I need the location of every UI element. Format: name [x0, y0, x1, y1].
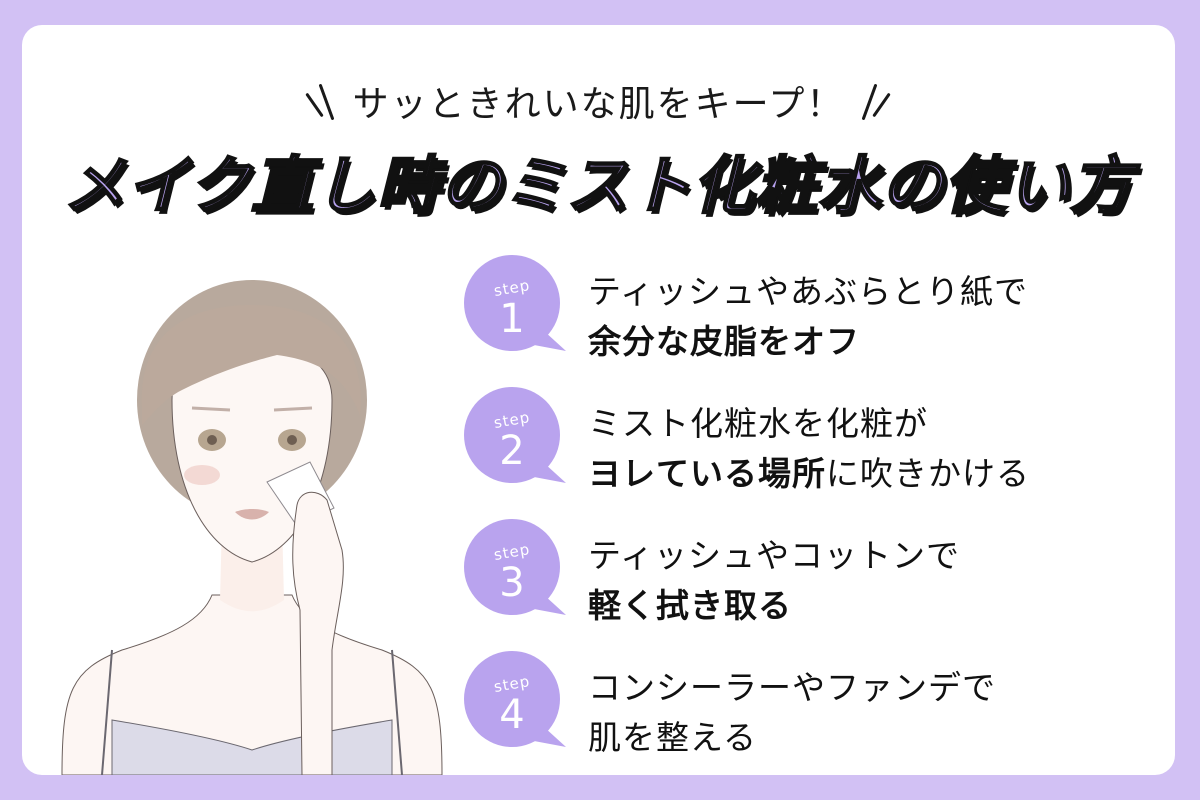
subtitle: サッときれいな肌をキープ！ [352, 84, 845, 125]
woman-illustration [42, 250, 462, 775]
step-text: ティッシュやあぶらとり紙で 余分な皮脂をオフ [588, 267, 1168, 367]
step-text: コンシーラーやファンデで 肌を整える [588, 663, 1168, 763]
step-line-2: 余分な皮脂をオフ [588, 317, 1168, 367]
step-line-2: 肌を整える [588, 713, 1168, 763]
step-item-3: step 3 ティッシュやコットンで 軽く拭き取る [462, 517, 1162, 627]
speech-bubble-icon [464, 387, 566, 483]
step-badge: step 2 [462, 385, 570, 493]
step-item-2: step 2 ミスト化粧水を化粧が ヨレている場所に吹きかける [462, 385, 1162, 495]
step-item-1: step 1 ティッシュやあぶらとり紙で 余分な皮脂をオフ [462, 253, 1162, 363]
step-item-4: step 4 コンシーラーやファンデで 肌を整える [462, 649, 1162, 759]
speech-bubble-icon [464, 519, 566, 615]
step-line-1: コンシーラーやファンデで [588, 668, 996, 707]
step-emphasis: 軽く拭き取る [588, 586, 792, 625]
step-number: 3 [499, 560, 525, 606]
step-normal: 肌を整える [588, 718, 758, 757]
speech-bubble-icon [464, 255, 566, 351]
step-line-1: ティッシュやコットンで [588, 536, 961, 575]
step-badge: step 1 [462, 253, 570, 361]
step-line-2: 軽く拭き取る [588, 581, 1168, 631]
step-number: 4 [499, 692, 525, 738]
content-card: サッときれいな肌をキープ！ メイク直し時のミスト化粧水の使い方 [22, 25, 1175, 775]
step-emphasis: 余分な皮脂をオフ [588, 322, 860, 361]
step-normal: に吹きかける [826, 454, 1030, 493]
step-emphasis: ヨレている場所 [588, 454, 826, 493]
woman-illustration-icon [61, 280, 443, 775]
speech-bubble-icon [464, 651, 566, 747]
step-line-2: ヨレている場所に吹きかける [588, 449, 1168, 499]
step-text: ミスト化粧水を化粧が ヨレている場所に吹きかける [588, 399, 1168, 499]
step-number: 2 [499, 428, 525, 474]
step-number: 1 [499, 296, 525, 342]
step-badge: step 3 [462, 517, 570, 625]
subtitle-row: サッときれいな肌をキープ！ [22, 75, 1175, 127]
emphasis-lines-left-icon [304, 79, 339, 123]
emphasis-lines-right-icon [858, 79, 892, 123]
page-title: メイク直し時のミスト化粧水の使い方 [62, 148, 1134, 224]
step-badge: step 4 [462, 649, 570, 757]
step-line-1: ティッシュやあぶらとり紙で [588, 272, 1029, 311]
step-line-1: ミスト化粧水を化粧が [588, 404, 928, 443]
step-text: ティッシュやコットンで 軽く拭き取る [588, 531, 1168, 631]
